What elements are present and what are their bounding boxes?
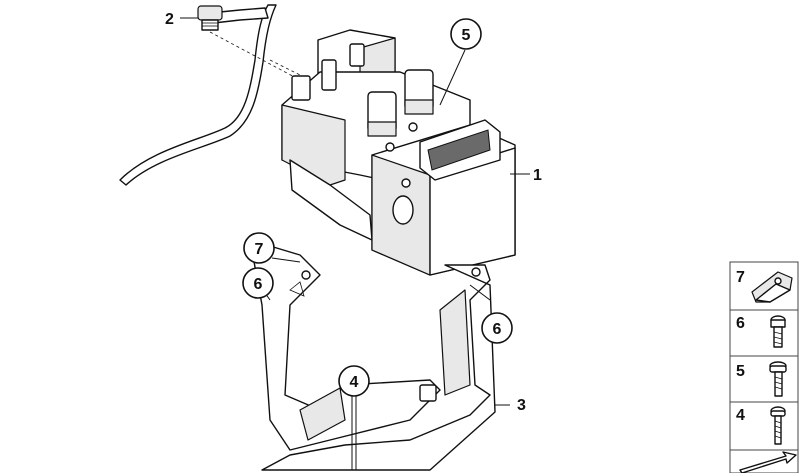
long-screw-icon [770, 406, 786, 445]
clip-nut-icon [751, 271, 793, 303]
short-screw-icon [770, 315, 786, 348]
legend-number-5: 5 [736, 363, 745, 380]
callout-1: 1 [533, 167, 542, 184]
torx-screw-icon [769, 361, 787, 397]
arrow-icon [739, 451, 797, 473]
callout-2: 2 [165, 11, 174, 28]
callout-4-label: 4 [350, 374, 359, 391]
callout-1-label: 1 [533, 167, 542, 184]
legend-row-4: 4 [729, 401, 799, 451]
callout-7: 7 [243, 232, 275, 264]
callout-6-left: 6 [242, 267, 274, 299]
callout-3-label: 3 [517, 397, 526, 414]
line-fitting [197, 5, 223, 31]
brake-line [119, 4, 277, 186]
legend-row-extra [729, 449, 799, 473]
callout-5: 5 [450, 18, 482, 50]
callout-6-left-label: 6 [254, 276, 263, 293]
legend-number-7: 7 [736, 269, 745, 286]
parts-legend: 7 6 5 [729, 261, 799, 473]
callout-5-label: 5 [462, 27, 471, 44]
callout-3: 3 [517, 397, 526, 414]
hydraulic-unit [281, 29, 516, 276]
legend-row-7: 7 [729, 261, 799, 311]
leader-lines [180, 17, 530, 470]
legend-row-6: 6 [729, 309, 799, 357]
legend-number-4: 4 [736, 407, 745, 424]
callout-4: 4 [338, 365, 370, 397]
mounting-bracket [249, 239, 496, 471]
callout-6-right-label: 6 [493, 321, 502, 338]
legend-number-6: 6 [736, 315, 745, 332]
callout-6-right: 6 [481, 312, 513, 344]
callout-7-label: 7 [255, 241, 264, 258]
legend-row-5: 5 [729, 355, 799, 403]
callout-2-label: 2 [165, 11, 174, 28]
